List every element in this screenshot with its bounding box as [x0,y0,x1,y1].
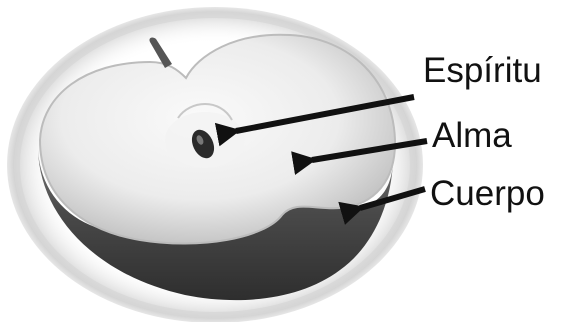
label-alma: Alma [432,118,512,153]
label-espiritu: Espíritu [423,53,542,88]
label-cuerpo: Cuerpo [430,176,545,211]
